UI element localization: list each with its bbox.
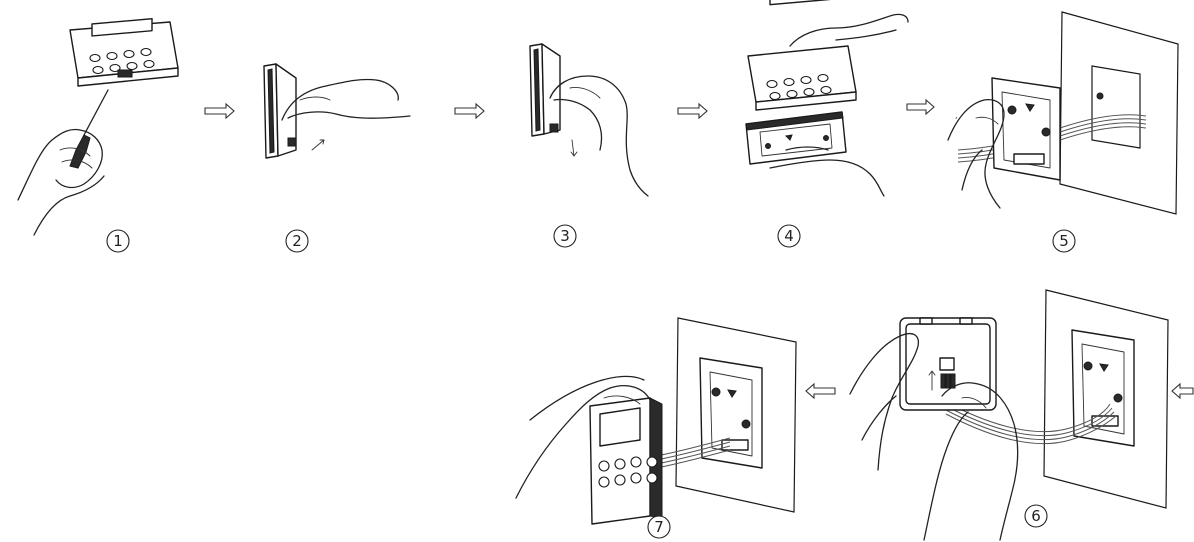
hand-top [790,14,908,46]
hand [282,79,410,120]
back-plate [992,78,1060,180]
svg-text:2: 2 [292,232,302,250]
svg-text:3: 3 [560,227,570,245]
svg-text:1: 1 [113,232,123,250]
controller-front [590,398,662,524]
controller-back [900,318,996,410]
arrow-right-icon [455,104,484,118]
svg-text:5: 5 [1059,232,1069,250]
step-number-5: 5 [1053,230,1075,252]
step-number-6: 6 [1025,505,1047,527]
motion-arrow-icon [571,140,577,156]
hand [550,76,648,196]
controller-side-view [264,64,296,158]
step-number-4: 4 [778,225,800,247]
step-7-illustration [516,318,796,524]
hand [18,129,104,235]
step-6-illustration [850,290,1168,540]
step-3-illustration [530,44,648,196]
controller-front-view [70,19,178,86]
step-1-illustration [18,19,178,235]
step-number-2: 2 [286,230,308,252]
svg-text:6: 6 [1031,507,1041,525]
step-5-illustration: , [948,12,1178,214]
tick-mark: , [955,111,958,120]
svg-text:7: 7 [654,518,664,536]
step-number-3: 3 [554,225,576,247]
arrow-right-icon [907,100,934,114]
arrow-left-icon [1172,384,1193,398]
motion-arrow-icon [312,140,324,150]
back-plate [746,112,846,164]
step-number-1: 1 [107,230,129,252]
arrow-right-icon [205,104,234,118]
controller-front-cover [748,0,856,110]
svg-text:4: 4 [784,227,794,245]
wall-panel [1060,12,1178,214]
arrow-right-icon [678,104,707,118]
step-number-7: 7 [648,516,670,538]
step-2-illustration [264,64,410,158]
step-4-illustration [746,0,908,196]
arrow-left-icon [806,384,835,398]
